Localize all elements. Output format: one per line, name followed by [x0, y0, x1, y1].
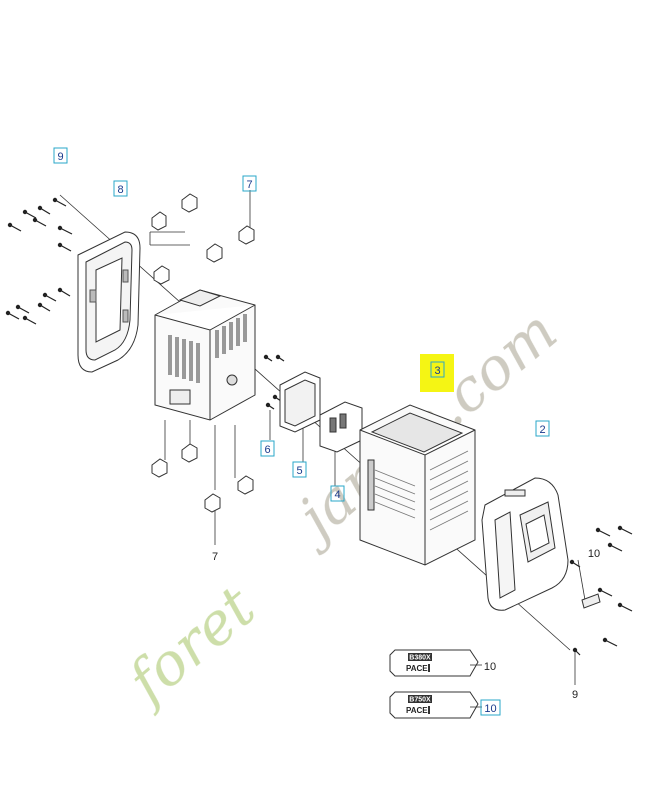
callout-8: 8: [113, 180, 128, 197]
callout-8-label: 8: [117, 184, 123, 196]
badge1-model-text: B380X: [409, 655, 431, 662]
callout-9-bottom-label: 9: [572, 689, 578, 701]
callout-4: 4: [330, 485, 345, 502]
screws-right: [569, 525, 633, 656]
callout-10-badge1-label: 10: [484, 661, 496, 673]
callout-3-highlighted: 3: [420, 354, 454, 392]
badge2-model-text: B750X: [409, 697, 431, 704]
rear-frame-part: [77, 231, 141, 373]
callout-5: 5: [292, 461, 307, 478]
outer-housing-part: [359, 404, 476, 566]
callout-7-lower-label: 7: [212, 551, 218, 563]
callout-2-label: 2: [539, 424, 545, 436]
callout-9-top-label: 9: [57, 151, 63, 163]
badge1-name-text: PACE: [406, 664, 428, 673]
callout-6-label: 6: [264, 444, 270, 456]
callout-2: 2: [535, 420, 550, 437]
callout-6: 6: [260, 440, 275, 457]
screws-left: [5, 197, 73, 325]
clip-parts-lower: [151, 443, 254, 513]
callout-9-top: 9: [53, 147, 68, 164]
callout-10-badge2-label: 10: [484, 703, 496, 715]
small-bracket-part: [279, 371, 321, 433]
callout-7-upper: 7: [242, 175, 257, 192]
callout-10-right-label: 10: [588, 548, 600, 560]
watermark-text-left: foret: [112, 572, 268, 718]
front-cover-part: [481, 477, 569, 611]
battery-core-body: [154, 289, 256, 421]
badge2-name-text: PACE: [406, 706, 428, 715]
callout-4-label: 4: [334, 489, 340, 501]
callout-5-label: 5: [296, 465, 302, 477]
clip-parts-upper: [151, 193, 255, 285]
callout-3-label: 3: [434, 365, 440, 377]
callout-7-upper-label: 7: [246, 179, 252, 191]
nameplate-badge-2: B750X PACE: [389, 691, 479, 719]
callout-10-badge2: 10: [480, 699, 501, 716]
nameplate-badge-1: B380X PACE: [389, 649, 479, 677]
small-nameplate-part: [581, 593, 601, 609]
